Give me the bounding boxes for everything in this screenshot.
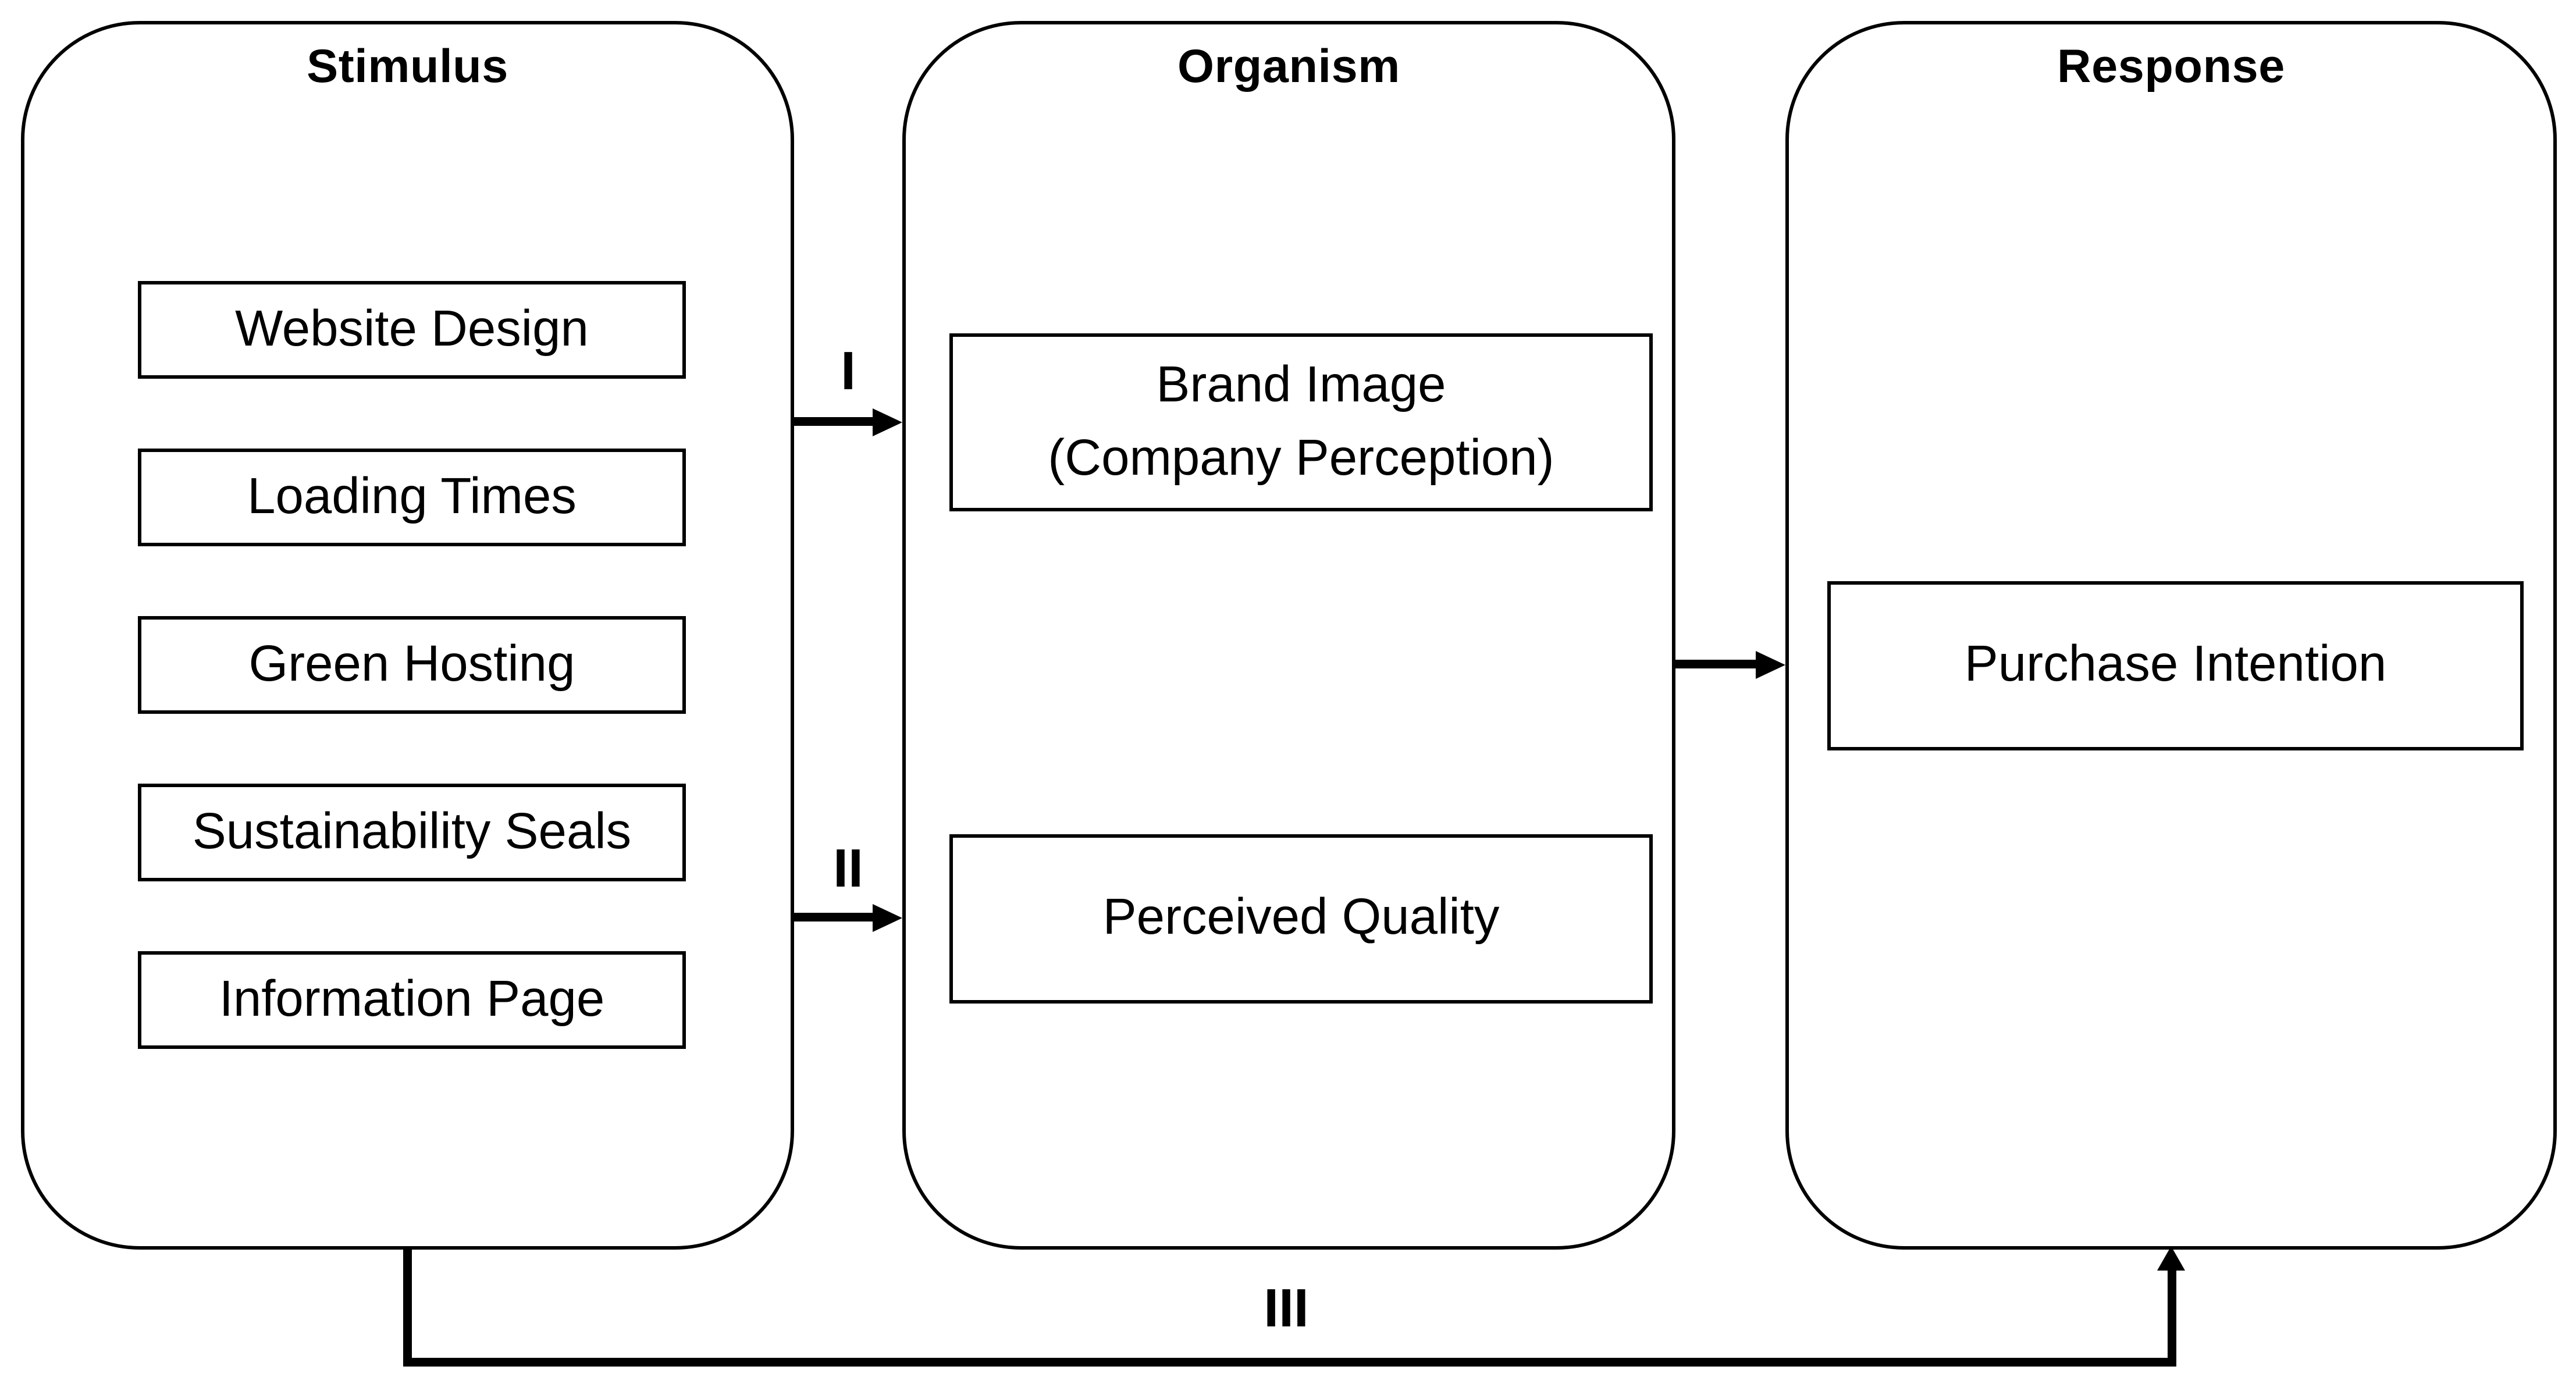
arrow-i-shaft [792, 417, 876, 426]
arrow-iii-head-icon [2157, 1246, 2185, 1271]
arrow-iii-segment-up [2168, 1269, 2176, 1361]
node-perceived-quality: Perceived Quality [949, 834, 1653, 1004]
node-sustainability-seals-label: Sustainability Seals [192, 804, 632, 860]
node-brand-image-label-line1: Brand Image [1156, 357, 1446, 414]
arrow-i-head-icon [873, 407, 902, 436]
arrow-organism-response-head-icon [1756, 650, 1785, 678]
node-green-hosting-label: Green Hosting [248, 636, 575, 693]
node-purchase-intention: Purchase Intention [1827, 581, 2524, 750]
response-panel-title: Response [2057, 40, 2285, 92]
node-purchase-intention-label: Purchase Intention [1964, 638, 2387, 694]
node-website-design: Website Design [138, 281, 686, 379]
node-loading-times: Loading Times [138, 449, 686, 546]
arrow-ii-shaft [792, 913, 876, 922]
arrow-organism-response-shaft [1674, 660, 1757, 668]
stimulus-panel-title: Stimulus [307, 40, 508, 92]
organism-panel: Organism [902, 21, 1675, 1250]
node-website-design-label: Website Design [235, 301, 589, 358]
node-perceived-quality-label: Perceived Quality [1102, 891, 1500, 947]
arrow-iii-segment-down [403, 1250, 412, 1361]
node-green-hosting: Green Hosting [138, 616, 686, 714]
node-sustainability-seals: Sustainability Seals [138, 784, 686, 881]
node-brand-image: Brand Image (Company Perception) [949, 333, 1653, 511]
arrow-ii-head-icon [873, 903, 902, 931]
node-brand-image-label-line2: (Company Perception) [1048, 431, 1554, 487]
arrow-iii-label: III [1264, 1278, 1309, 1339]
node-loading-times-label: Loading Times [247, 469, 577, 525]
arrow-i-label: I [841, 340, 856, 401]
arrow-iii-segment-across [403, 1358, 2176, 1367]
node-information-page-label: Information Page [219, 972, 605, 1028]
node-information-page: Information Page [138, 951, 686, 1049]
arrow-ii-label: II [833, 838, 863, 899]
organism-panel-title: Organism [1177, 40, 1400, 92]
